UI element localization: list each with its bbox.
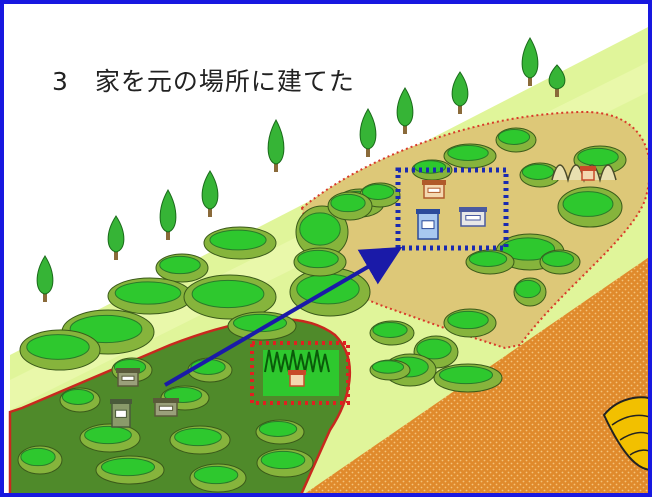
mound <box>17 445 63 475</box>
tree-icon <box>451 71 469 114</box>
mound <box>183 274 277 320</box>
diagram-title: 3 家を元の場所に建てた <box>52 67 355 96</box>
shrine-icon <box>288 370 306 387</box>
tree-icon <box>548 64 566 97</box>
tree-icon <box>521 37 539 86</box>
mound <box>293 247 347 277</box>
mound <box>295 205 349 259</box>
mound <box>495 127 537 153</box>
mound <box>557 186 623 228</box>
tree-icon <box>159 188 177 240</box>
house-icon <box>416 209 440 240</box>
mound <box>256 448 314 478</box>
mound <box>59 387 101 413</box>
tree-icon <box>36 255 54 302</box>
mound <box>411 159 453 181</box>
new-houses <box>416 180 487 240</box>
new-houses-box <box>395 167 509 251</box>
tree-icon <box>107 215 125 260</box>
mound <box>465 249 515 275</box>
tree-group <box>36 37 566 302</box>
old-shrine-box <box>250 341 350 405</box>
mound <box>539 249 581 275</box>
old-houses <box>110 368 179 428</box>
mound <box>19 329 101 371</box>
tree-icon <box>396 87 414 134</box>
new-shrine-icon <box>580 166 596 181</box>
tree-icon <box>359 108 377 157</box>
mound <box>255 419 305 445</box>
mound <box>203 226 277 260</box>
mound <box>369 320 415 346</box>
tree-icon <box>267 118 285 172</box>
mound <box>169 425 231 455</box>
house-icon <box>459 207 487 227</box>
mound <box>519 162 561 188</box>
mound <box>189 463 247 493</box>
house-icon <box>110 399 132 428</box>
mound <box>95 455 165 485</box>
tree-icon <box>201 170 219 217</box>
mound <box>155 253 209 283</box>
mound-group <box>17 127 627 493</box>
mound <box>79 423 141 453</box>
house-icon <box>153 398 179 417</box>
mound <box>107 277 193 315</box>
mound <box>327 191 373 221</box>
mound <box>443 143 497 169</box>
house-icon <box>422 180 446 199</box>
mound <box>443 308 497 338</box>
mound <box>513 277 547 307</box>
house-icon <box>116 368 140 387</box>
relocation-arrow <box>163 246 403 387</box>
mound <box>433 363 503 393</box>
mound <box>369 359 411 381</box>
